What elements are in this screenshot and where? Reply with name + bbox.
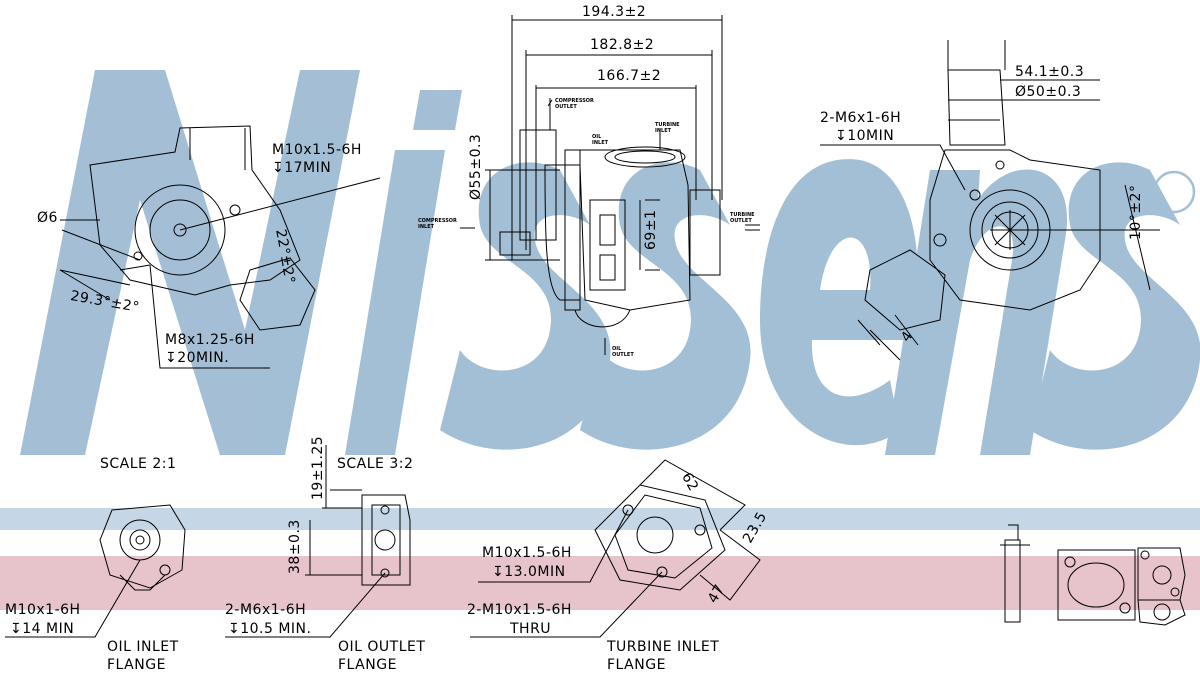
dim-phi50-label: Ø50±0.3 <box>1015 84 1082 100</box>
oil-outlet-depth-label: ↧10.5 MIN. <box>228 621 312 637</box>
line-art <box>5 15 1186 638</box>
oil-inlet-title-1: OIL INLET <box>107 639 179 655</box>
thread-top-label: M10x1.5-6H <box>272 142 362 158</box>
dim-38-label: 38±0.3 <box>287 519 303 574</box>
oil-inlet-label: OIL INLET <box>592 134 609 146</box>
oil-outlet-thread-label: 2-M6x1-6H <box>225 602 307 618</box>
oil-outlet-title-1: OIL OUTLET <box>338 639 426 655</box>
thread-bottom-depth-label: ↧20MIN. <box>165 350 230 366</box>
dim-19-label: 19±1.25 <box>310 435 326 500</box>
oil-inlet-depth-label: ↧14 MIN <box>10 621 75 637</box>
watermark-graphic <box>20 70 1200 456</box>
thread-right-label: 2-M6x1-6H <box>820 110 902 126</box>
pink-band <box>0 556 1200 610</box>
dim-182-label: 182.8±2 <box>590 37 655 53</box>
dim-194-label: 194.3±2 <box>582 4 647 20</box>
turbine-inlet-label: TURBINE INLET <box>655 122 680 134</box>
oil-outlet-label: OIL OUTLET <box>612 346 634 358</box>
turbine-inlet-title-1: TURBINE INLET <box>607 639 720 655</box>
oil-inlet-title-2: FLANGE <box>107 657 166 673</box>
scale-2-1-label: SCALE 2:1 <box>100 456 177 472</box>
angle-10-label: 10°±2° <box>1128 184 1144 240</box>
dim-166-label: 166.7±2 <box>597 68 662 84</box>
dim-phi55-label: Ø55±0.3 <box>468 133 484 200</box>
compressor-inlet-label: COMPRESSOR INLET <box>418 218 457 230</box>
compressor-outlet-label: COMPRESSOR OUTLET <box>555 98 594 110</box>
turbine-inlet-title-2: FLANGE <box>607 657 666 673</box>
thread-right-depth-label: ↧10MIN <box>835 128 895 144</box>
oil-outlet-title-2: FLANGE <box>338 657 397 673</box>
oil-inlet-thread-label: M10x1-6H <box>5 602 81 618</box>
scale-3-2-label: SCALE 3:2 <box>337 456 414 472</box>
blue-band <box>0 508 1200 530</box>
thread-top-depth-label: ↧17MIN <box>272 160 332 176</box>
phi6-label: Ø6 <box>37 210 58 226</box>
turbine-thread-depth-label: ↧13.0MIN <box>492 564 566 580</box>
turbine-thread-label: M10x1.5-6H <box>482 545 572 561</box>
dim-54-label: 54.1±0.3 <box>1015 64 1085 80</box>
turbine-outlet-label: TURBINE OUTLET <box>730 212 755 224</box>
dim-69-label: 69±1 <box>643 209 659 250</box>
turbine-thread2-label: 2-M10x1.5-6H <box>467 602 572 618</box>
thread-bottom-label: M8x1.25-6H <box>165 332 255 348</box>
turbine-thread2-note: THRU <box>510 621 552 637</box>
